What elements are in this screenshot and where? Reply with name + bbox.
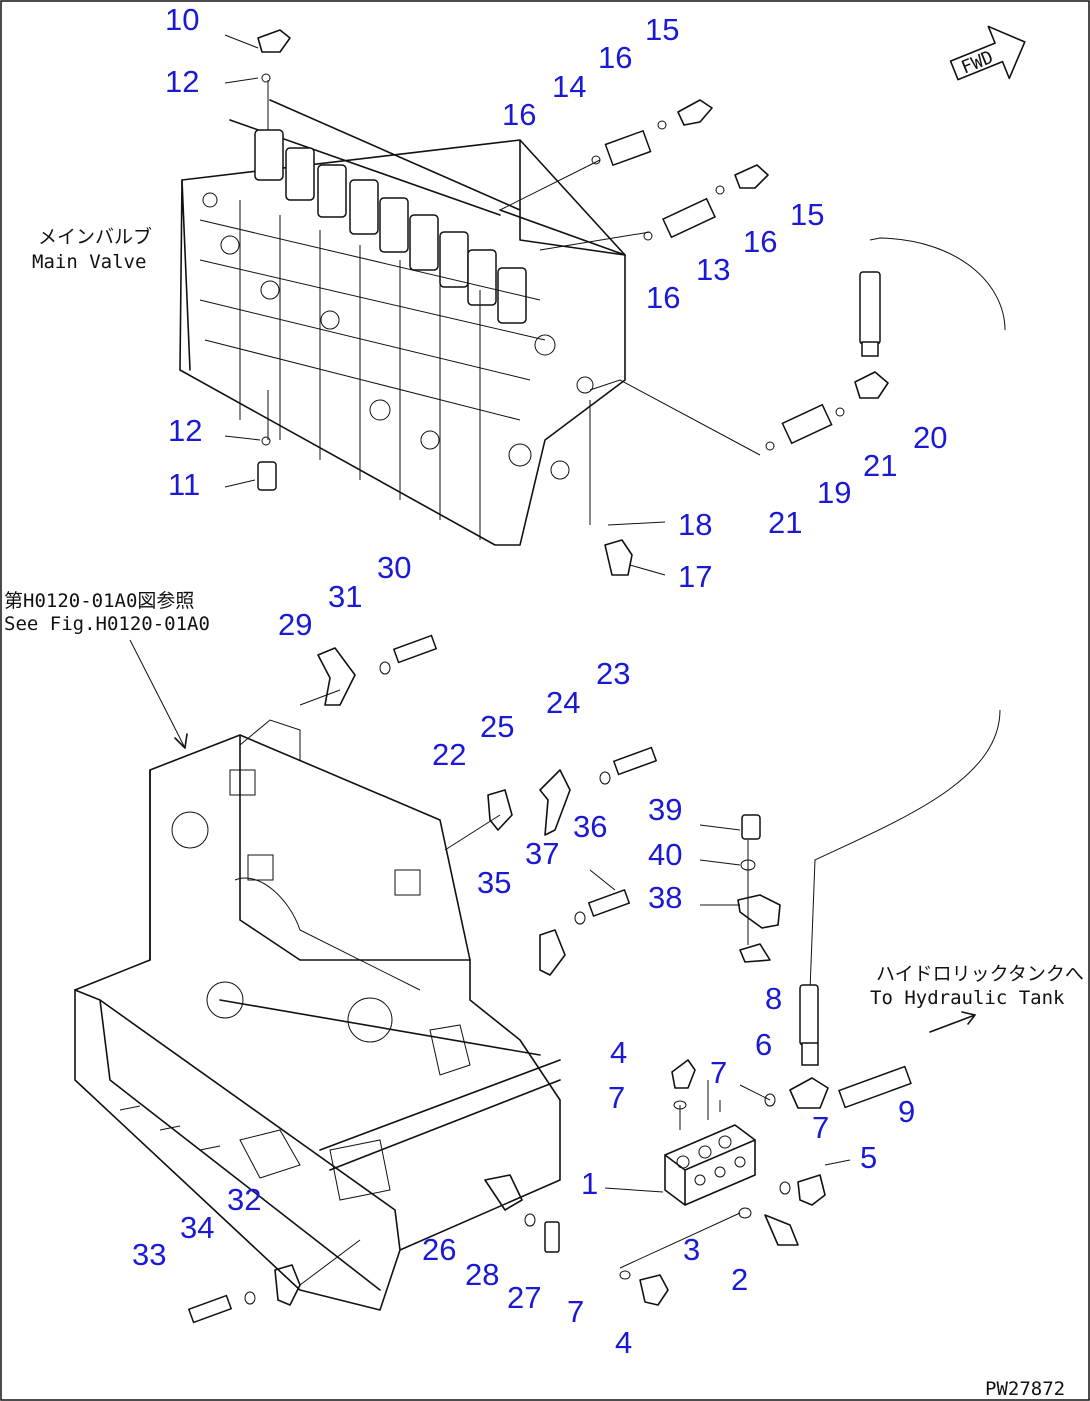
callout-c38: 38	[648, 880, 682, 915]
callout-numbers: 1012151614161516131612112021192118173031…	[132, 2, 947, 1360]
callout-c25: 25	[480, 709, 514, 744]
callout-c4a: 4	[610, 1035, 627, 1070]
callout-c21a: 21	[863, 448, 897, 483]
callout-c11: 11	[168, 467, 200, 502]
callout-c35: 35	[477, 865, 511, 900]
callout-c18: 18	[678, 507, 712, 542]
callout-c34: 34	[180, 1210, 214, 1245]
valve-fittings	[257, 29, 889, 576]
callout-c17: 17	[678, 559, 712, 594]
callout-c30: 30	[377, 550, 411, 585]
main-valve	[179, 99, 626, 546]
callout-c26: 26	[422, 1232, 456, 1267]
callout-c16b: 16	[502, 97, 536, 132]
callout-c23: 23	[596, 656, 630, 691]
callout-c12a: 12	[165, 64, 199, 99]
callout-c10a: 10	[165, 2, 199, 37]
callout-c12b: 12	[168, 413, 202, 448]
callout-c1: 1	[581, 1166, 598, 1201]
callout-c6: 6	[755, 1027, 772, 1062]
callout-c31: 31	[328, 579, 362, 614]
callout-c16d: 16	[646, 280, 680, 315]
callout-c4b: 4	[615, 1325, 632, 1360]
callout-c37: 37	[525, 836, 559, 871]
mounting-frame	[74, 719, 561, 1311]
callout-c22: 22	[432, 737, 466, 772]
callout-c7c: 7	[812, 1110, 829, 1145]
reference-arrow	[129, 639, 188, 749]
callout-c5: 5	[860, 1140, 877, 1175]
see-fig-label-en: See Fig.H0120-01A0	[4, 613, 210, 635]
see-fig-label-jp: 第H0120-01A0図参照	[4, 590, 194, 612]
callout-c2: 2	[731, 1262, 748, 1297]
callout-c9: 9	[898, 1094, 915, 1129]
fwd-label: FWD	[958, 47, 996, 79]
callout-c7a: 7	[710, 1055, 727, 1090]
spool-caps	[254, 129, 527, 324]
main-valve-label-jp: メインバルブ	[38, 225, 152, 248]
callout-c33: 33	[132, 1237, 166, 1272]
callout-c21b: 21	[768, 505, 802, 540]
junction-block	[604, 1059, 851, 1306]
callout-c15b: 15	[790, 197, 824, 232]
hydraulic-hose	[789, 237, 1006, 1109]
tank-label-jp: ハイドロリックタンクへ	[876, 963, 1084, 985]
callout-c40: 40	[648, 837, 682, 872]
annotations: メインバルブ Main Valve 第H0120-01A0図参照 See Fig…	[4, 225, 1084, 1400]
clamps-and-bolts	[187, 634, 781, 1324]
tank-label-en: To Hydraulic Tank	[870, 987, 1065, 1009]
fwd-arrow-icon: FWD	[949, 25, 1026, 81]
callout-c36: 36	[573, 809, 607, 844]
callout-c39: 39	[648, 792, 682, 827]
valve-leader-lines	[224, 34, 761, 525]
callout-c27: 27	[507, 1280, 541, 1315]
callout-c32: 32	[227, 1182, 261, 1217]
drawing-number: PW27872	[985, 1378, 1065, 1400]
callout-c7d: 7	[567, 1294, 584, 1329]
callout-c15a: 15	[645, 12, 679, 47]
callout-c7b: 7	[608, 1080, 625, 1115]
callout-c19: 19	[817, 475, 851, 510]
main-valve-label-en: Main Valve	[32, 251, 146, 273]
callout-c8: 8	[765, 981, 782, 1016]
callout-c20: 20	[913, 420, 947, 455]
callout-c16c: 16	[743, 224, 777, 259]
callout-c14: 14	[552, 69, 586, 104]
callout-c13: 13	[696, 252, 730, 287]
callout-c24: 24	[546, 685, 580, 720]
callout-c28: 28	[465, 1257, 499, 1292]
callout-c29: 29	[278, 607, 312, 642]
callout-c3: 3	[683, 1232, 700, 1267]
callout-c16a: 16	[598, 40, 632, 75]
